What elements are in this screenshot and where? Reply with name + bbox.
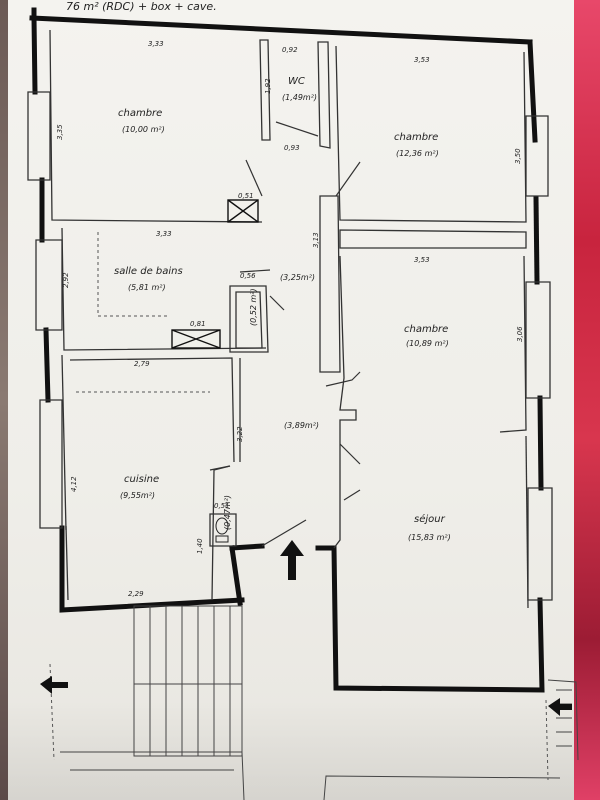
wall-right-top	[527, 39, 538, 143]
wall-bottom-left	[59, 525, 245, 613]
dimension-label: 3,33	[156, 230, 172, 238]
room-label-chambre-3: chambre	[404, 324, 448, 335]
room-area-wc: (1,49m²)	[282, 93, 317, 102]
door-swings	[209, 121, 361, 547]
dimension-label: 4,12	[70, 476, 78, 492]
wall-top	[29, 15, 533, 45]
duct-boxes	[171, 199, 259, 349]
outer-walls	[29, 7, 545, 693]
dashed-lines	[49, 232, 549, 781]
room-area-chambre-1: (10,00 m²)	[122, 125, 165, 134]
wall-left-top	[31, 7, 38, 95]
paper-shadow	[8, 700, 574, 800]
dimension-label: 0,51	[238, 192, 254, 200]
dimension-label: 0,92	[282, 46, 298, 54]
dimension-label: 2,79	[134, 360, 150, 368]
entrance-arrows	[40, 540, 572, 716]
dimension-label: 2,92	[62, 272, 70, 288]
dimension-label: 3,33	[148, 40, 164, 48]
arrow-right-icon	[548, 698, 572, 716]
paper-sheet	[8, 0, 574, 800]
room-area-salle-de-bain: (5,81 m²)	[128, 283, 166, 292]
dimension-label: 3,13	[312, 232, 320, 248]
room-label-salle-de-bain: salle de bains	[114, 266, 183, 277]
dimension-label: 3,53	[414, 256, 430, 264]
entrance-arrow-icon	[280, 540, 304, 580]
room-label-wc: WC	[288, 76, 305, 87]
dimension-label: 2,29	[128, 590, 144, 598]
room-area-chambre-3: (10,89 m²)	[406, 339, 449, 348]
arrow-left-icon	[40, 676, 68, 694]
plan-title: 76 m² (RDC) + box + cave.	[66, 0, 217, 13]
room-label-sejour: séjour	[414, 513, 446, 525]
room-area-degagement: (3,25m²)	[280, 273, 315, 282]
dimension-label: 1,40	[196, 538, 204, 554]
room-area-placard: (0,52 m²)	[249, 288, 258, 326]
room-label-chambre-2: chambre	[394, 132, 438, 143]
dimension-label: 3,22	[236, 426, 244, 442]
dimension-label: 0,56	[240, 272, 256, 280]
room-label-cuisine: cuisine	[124, 474, 159, 485]
table-surface-left	[0, 0, 10, 800]
room-area-chambre-2: (12,36 m²)	[396, 149, 439, 158]
dimension-label: 0,93	[284, 144, 300, 152]
room-area-placard-2: (0,47m²)	[223, 495, 232, 530]
dimension-label: 3,53	[414, 56, 430, 64]
dimension-label: 1,92	[264, 78, 272, 94]
room-area-cuisine: (9,55m²)	[120, 491, 155, 500]
dimension-label: 0,81	[190, 320, 206, 328]
room-label-chambre-1: chambre	[118, 108, 162, 119]
wall-bottom-right	[315, 545, 545, 693]
dimension-label: 0,51	[214, 502, 230, 510]
room-area-sejour: (15,83 m²)	[408, 533, 451, 542]
dimension-label: 3,35	[56, 124, 64, 140]
dimension-label: 3,06	[516, 326, 524, 342]
staircase	[60, 605, 579, 800]
dimension-label: 3,50	[514, 148, 522, 164]
toilet-fixture	[215, 517, 229, 543]
room-area-couloir: (3,89m²)	[284, 421, 319, 430]
dimension-labels: 3,33 0,92 3,53 1,92 0,93 3,35 3,50 0,51 …	[56, 40, 524, 598]
interior-walls	[27, 29, 553, 609]
